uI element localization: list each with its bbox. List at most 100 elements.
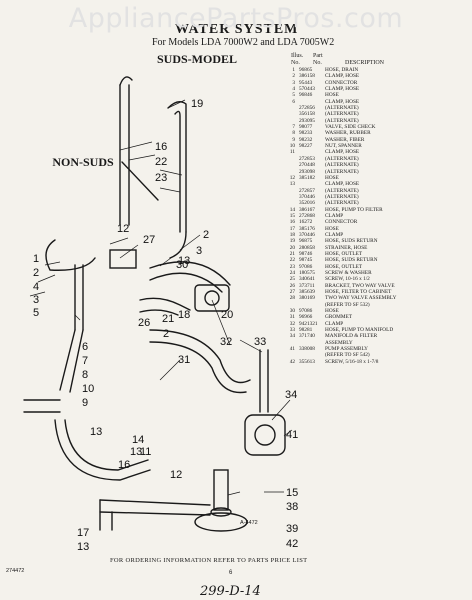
parts-part: 96846 (299, 92, 313, 99)
parts-illus: 22 (289, 257, 295, 264)
header-no-2: No. (313, 60, 322, 66)
parts-description: CLAMP (325, 320, 344, 327)
parts-description: HOSE (325, 174, 339, 181)
header-part: Part (313, 53, 323, 59)
watermark: AppliancePartsPros.com (68, 3, 404, 34)
parts-illus: 25 (289, 276, 295, 283)
parts-row: 356158(ALTERNATE) (286, 111, 470, 117)
parts-row: 293095(ALTERNATE) (286, 118, 470, 124)
parts-description: SCREW, 10-16 x 1/2 (325, 276, 370, 283)
parts-description: ASSEMBLY (325, 339, 353, 346)
parts-part: 373711 (299, 282, 315, 289)
parts-illus: 7 (292, 124, 295, 131)
parts-illus: 42 (289, 358, 295, 365)
parts-part: 98233 (299, 130, 313, 137)
callout-42: 42 (286, 538, 298, 550)
parts-description: BRACKET, TWO WAY VALVE (325, 282, 395, 289)
parts-illus: 15 (289, 212, 295, 219)
header-no-1: No. (291, 60, 300, 66)
parts-description: GROMMET (325, 314, 353, 321)
parts-illus: 24 (289, 270, 295, 276)
callout-15: 15 (286, 487, 298, 499)
parts-description: NUT, SPANNER (325, 143, 362, 150)
parts-part: 355613 (299, 358, 315, 365)
parts-description: HOSE, SUDS RETURN (325, 238, 378, 245)
callout-17: 17 (77, 527, 89, 539)
parts-part: 270448 (299, 162, 315, 169)
callout-31: 31 (178, 354, 190, 366)
parts-row: (REFER TO SF 532) (286, 302, 470, 308)
callout-41: 41 (286, 429, 298, 441)
parts-row: 26 373711 BRACKET, TWO WAY VALVE (286, 283, 470, 289)
parts-part: 272868 (299, 212, 315, 219)
parts-part: 352016 (299, 200, 315, 207)
parts-description: VALVE, SIDE CHECK (325, 124, 376, 131)
parts-part: 98232 (299, 136, 313, 143)
parts-row: (REFER TO SF 542) (286, 352, 470, 358)
parts-illus: 11 (289, 149, 295, 156)
parts-illus: 20 (289, 244, 295, 251)
parts-part: 356158 (299, 111, 315, 118)
parts-illus: 9 (292, 136, 295, 143)
parts-description: WASHER, RUBBER (325, 130, 371, 137)
parts-description: SCREW, 5/16-18 x 1-7/8 (325, 358, 379, 365)
parts-description: MANIFOLD & FILTER (325, 333, 378, 340)
callout-labels: 19 16 22 23 12 2 27 3 30 1 13 2 4 18 3 5… (33, 98, 298, 553)
parts-illus: 14 (289, 206, 295, 213)
parts-illus: 13 (289, 181, 295, 188)
parts-description: HOSE (325, 225, 339, 232)
parts-description: CLAMP, HOSE (325, 86, 360, 93)
parts-illus: 3 (292, 79, 295, 86)
parts-description: (ALTERNATE) (325, 117, 359, 124)
parts-illus: 12 (289, 174, 295, 181)
parts-description: SCREW & WASHER (325, 270, 372, 276)
parts-description: HOSE (325, 308, 339, 315)
callout-18: 18 (178, 309, 190, 321)
parts-part: 98281 (299, 327, 313, 334)
callout-3b: 3 (33, 294, 39, 306)
parts-illus: 6 (292, 98, 295, 105)
parts-description: (ALTERNATE) (325, 155, 359, 162)
callout-39: 39 (286, 523, 298, 535)
callout-3: 3 (196, 245, 202, 257)
parts-part: 98746 (299, 250, 313, 257)
parts-description: CLAMP (325, 212, 344, 219)
callout-16: 16 (155, 141, 167, 153)
parts-row: 370446(ALTERNATE) (286, 194, 470, 200)
callout-8: 8 (82, 369, 88, 381)
parts-row: 352016(ALTERNATE) (286, 200, 470, 206)
non-suds-label: NON-SUDS (52, 154, 114, 169)
callout-12: 12 (117, 223, 129, 235)
callout-23: 23 (155, 172, 167, 184)
parts-row: 272853(ALTERNATE) (286, 156, 470, 162)
callout-13d: 13 (77, 541, 89, 553)
parts-illus: 21 (289, 250, 295, 257)
callout-21: 21 (162, 313, 174, 325)
parts-part: 370446 (299, 193, 315, 200)
parts-description: (REFER TO SF 542) (325, 352, 370, 359)
callout-12b: 12 (170, 469, 182, 481)
document-code: 274472 (6, 568, 25, 574)
callout-1: 1 (33, 253, 39, 265)
parts-illus: 26 (289, 282, 295, 289)
callout-13c: 13 (130, 446, 142, 458)
parts-row: 272857(ALTERNATE) (286, 188, 470, 194)
parts-part: 16272 (299, 219, 313, 226)
parts-description: (ALTERNATE) (325, 162, 359, 169)
parts-description: STRAINER, HOSE (325, 244, 368, 251)
parts-part: 340641 (299, 276, 315, 283)
parts-part: 272857 (299, 187, 315, 194)
